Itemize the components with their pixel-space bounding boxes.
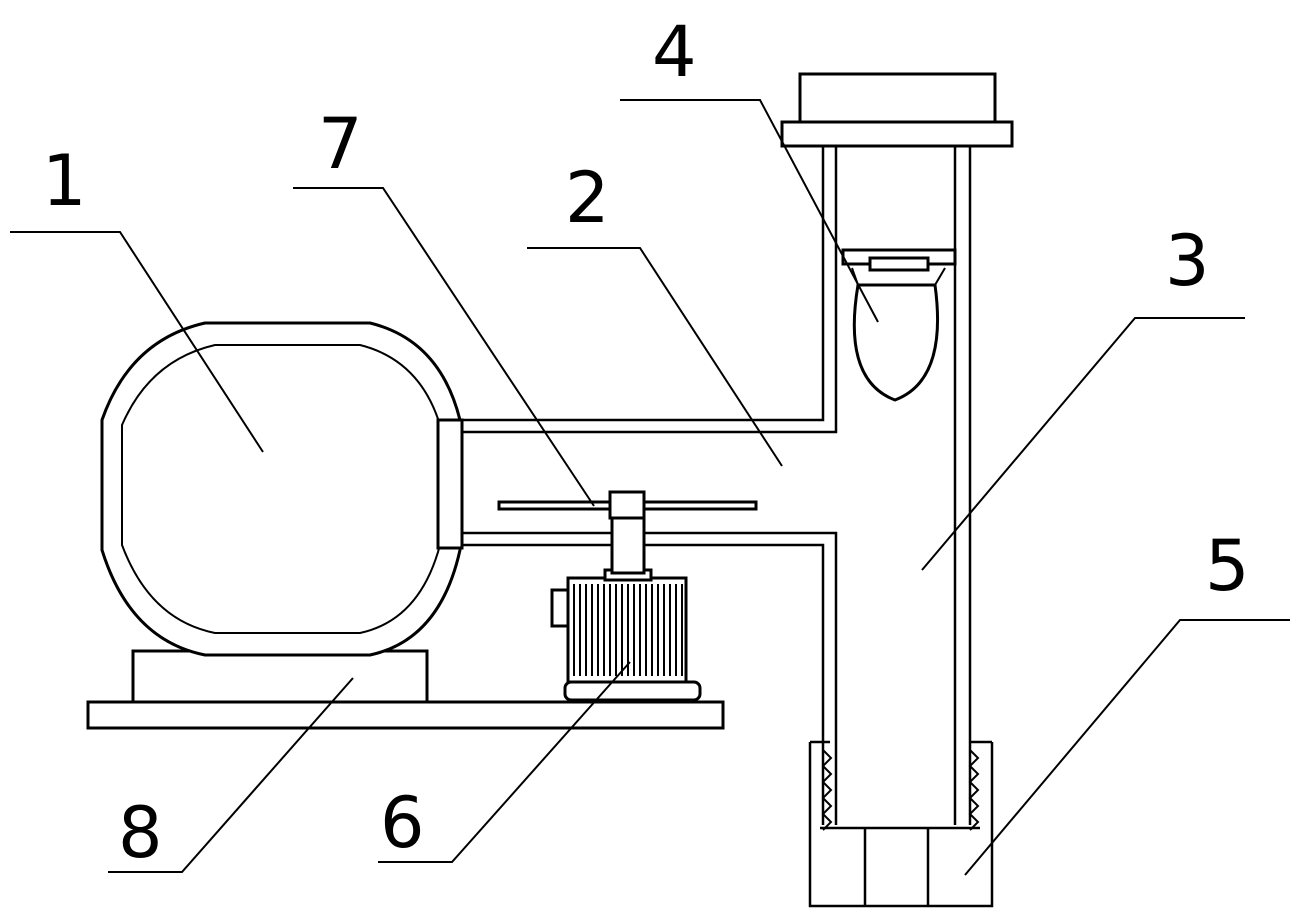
label-5: 5 [1205,525,1250,607]
horizontal-pipe [462,146,838,825]
vertical-tube [953,146,972,825]
label-7: 7 [318,103,363,185]
top-cap [780,72,1014,148]
label-8: 8 [118,792,163,874]
part-labels: 1 2 3 4 5 6 7 8 [42,11,1250,874]
base-plate [86,649,725,730]
leader-lines [10,99,1290,876]
motor-fins [573,584,683,676]
label-1: 1 [42,140,87,222]
motor [550,513,702,702]
bottom-cup [808,740,994,908]
nozzle-assembly [841,248,957,402]
label-3: 3 [1165,220,1210,302]
stirring-blade [497,490,758,520]
label-2: 2 [565,157,610,239]
label-6: 6 [380,782,425,864]
tank [100,321,464,657]
label-4: 4 [652,11,697,93]
